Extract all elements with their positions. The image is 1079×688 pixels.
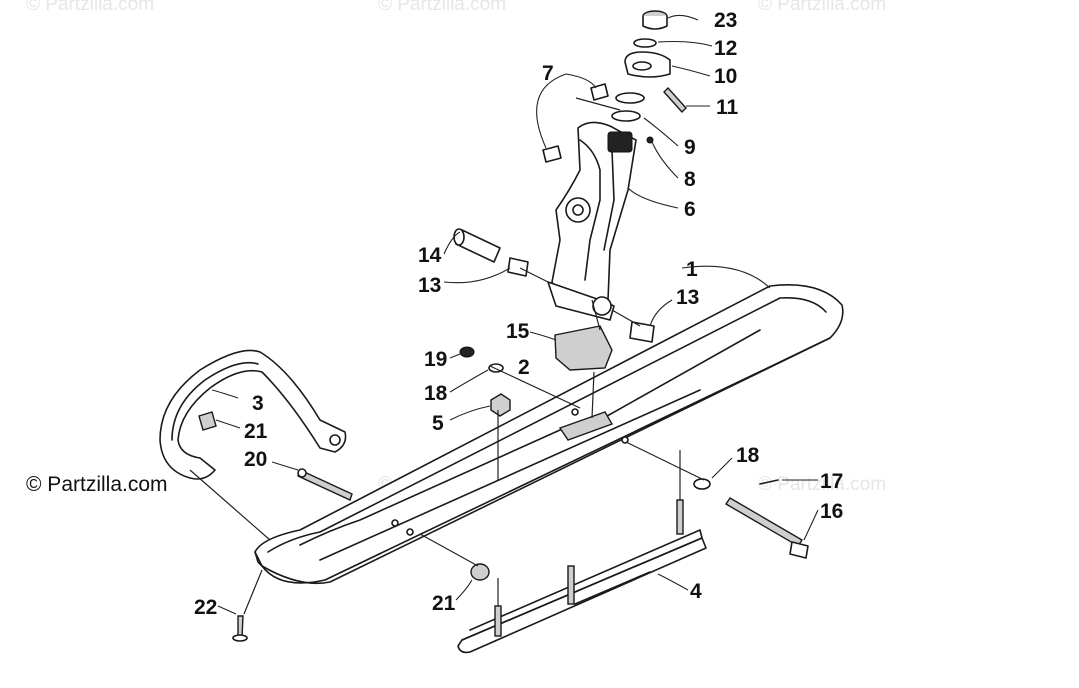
callout-15: 15 [506, 320, 530, 343]
watermark: © Partzilla.com [378, 0, 507, 15]
callout-21: 21 [244, 420, 268, 443]
callout-18: 18 [424, 382, 448, 405]
callout-22: 22 [194, 596, 217, 619]
watermark: © Partzilla.com [758, 474, 887, 495]
callout-3: 3 [252, 392, 264, 415]
callout-7: 7 [542, 62, 554, 85]
callout-5: 5 [432, 412, 444, 435]
callout-19: 19 [424, 348, 447, 371]
ski-handle [159, 349, 347, 480]
callout-16: 16 [820, 500, 843, 523]
wear-bar [457, 499, 707, 654]
callout-8: 8 [684, 168, 696, 191]
callout-13: 13 [418, 274, 441, 297]
callout-2: 2 [518, 356, 530, 379]
callout-9: 9 [684, 136, 696, 159]
callout-20: 20 [244, 448, 267, 471]
spindle [547, 121, 637, 321]
callout-12: 12 [714, 37, 737, 60]
watermark: © Partzilla.com [758, 0, 887, 15]
callout-11: 11 [716, 96, 739, 119]
watermark: © Partzilla.com [26, 0, 155, 15]
callout-4: 4 [690, 580, 702, 603]
copyright-notice: © Partzilla.com [26, 473, 168, 496]
callout-13b: 13 [676, 286, 699, 309]
callout-1: 1 [686, 258, 698, 281]
leader-lines [189, 14, 819, 615]
callout-10: 10 [714, 65, 737, 88]
ski [254, 284, 844, 585]
callout-17: 17 [820, 470, 843, 493]
small-parts [198, 10, 809, 642]
callouts: 23 12 10 11 7 9 8 6 14 13 1 13 15 19 2 1… [194, 9, 843, 619]
callout-14: 14 [418, 244, 442, 267]
callout-18b: 18 [736, 444, 760, 467]
callout-21b: 21 [432, 592, 456, 615]
callout-23: 23 [714, 9, 737, 32]
callout-6: 6 [684, 198, 696, 221]
